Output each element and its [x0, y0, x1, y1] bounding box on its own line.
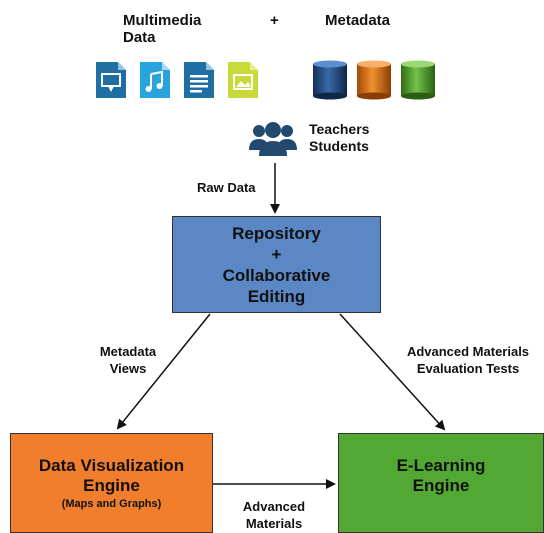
- orange-database-icon: [357, 60, 391, 100]
- metadata-views-line2: Views: [109, 361, 147, 376]
- multimedia-data-label: Multimedia Data: [123, 12, 201, 46]
- multimedia-label-line2: Data: [123, 29, 156, 46]
- arrow-repository-to-elearning: [339, 313, 446, 431]
- metadata-views-line1: Metadata: [99, 344, 157, 359]
- advanced-materials-line1: Advanced: [242, 499, 306, 514]
- data-visualization-engine-box: Data Visualization Engine (Maps and Grap…: [10, 433, 213, 533]
- users-label-teachers: Teachers: [309, 121, 370, 137]
- elearning-title: E-Learning: [396, 456, 486, 475]
- blue-database-icon: [313, 60, 347, 100]
- image-file-icon: [228, 62, 258, 98]
- users-label-students: Students: [309, 138, 369, 154]
- repository-editing: Editing: [247, 286, 306, 306]
- audio-file-icon: [140, 62, 170, 98]
- dataviz-engine: Engine: [83, 476, 140, 495]
- document-file-icon: [184, 62, 214, 98]
- advanced-materials-line: Advanced Materials: [406, 344, 530, 359]
- repository-box: Repository + Collaborative Editing: [172, 216, 381, 313]
- repository-title: Repository: [232, 223, 321, 243]
- people-group-icon: [249, 122, 297, 156]
- green-database-icon: [401, 60, 435, 100]
- multimedia-label-line1: Multimedia: [123, 12, 202, 29]
- raw-data-label: Raw Data: [197, 180, 256, 195]
- elearning-engine: Engine: [412, 476, 470, 495]
- repository-collaborative: Collaborative: [222, 265, 331, 285]
- evaluation-tests-line: Evaluation Tests: [416, 361, 520, 376]
- metadata-label: Metadata: [325, 12, 391, 29]
- e-learning-engine-box: E-Learning Engine: [338, 433, 544, 533]
- advanced-materials-line2: Materials: [245, 516, 303, 531]
- repository-plus: +: [271, 244, 282, 264]
- arrow-repository-to-dataviz: [116, 313, 211, 430]
- presentation-file-icon: [96, 62, 126, 98]
- dataviz-subtitle: (Maps and Graphs): [61, 498, 162, 510]
- plus-sign: +: [270, 12, 279, 29]
- advanced-evaluation-label: Advanced Materials Evaluation Tests: [392, 343, 544, 377]
- metadata-views-label: Metadata Views: [84, 343, 172, 377]
- users-label: Teachers Students: [309, 121, 369, 155]
- dataviz-title: Data Visualization: [38, 456, 185, 475]
